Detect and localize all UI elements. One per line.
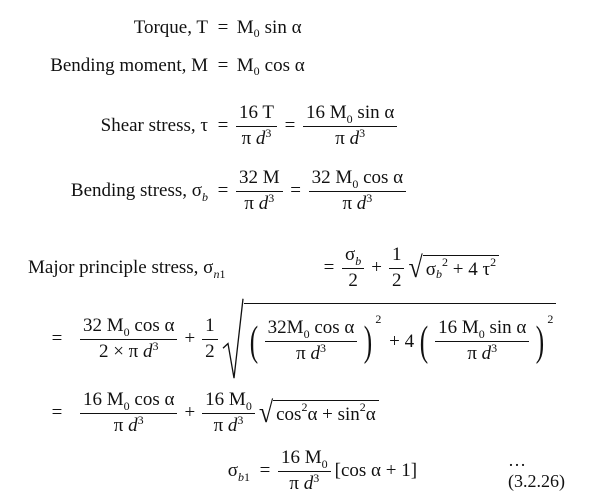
equation-expanded-stress: = 32 M0 cos α 2 × π d3 + 1 2 ( 32M0 cos …: [0, 298, 557, 379]
fraction: 1 2: [202, 315, 218, 364]
fraction: 32 M0 cos α 2 × π d3: [80, 315, 178, 364]
fraction: 16 M0 sin α π d3: [303, 102, 398, 151]
equals-sign: =: [51, 402, 63, 423]
equation-final-result: σb1 = 16 M0 π d3 [cos α + 1] … (3.2.26): [0, 440, 565, 502]
equals-sign: =: [217, 180, 229, 201]
final-lhs: σb1: [227, 460, 250, 484]
fraction: 16 M0 π d3: [202, 389, 255, 438]
fraction: 1 2: [388, 244, 405, 293]
equation-major-principal-stress: Major principle stress, σn1 = σb 2 + 1 2…: [0, 236, 500, 300]
bending-stress-expression: 32 M π d3 = 32 M0 cos α π d3: [232, 167, 410, 216]
fraction: 16 M0 sin α π d3: [435, 317, 530, 366]
equals-sign: =: [323, 257, 335, 278]
fraction: 32M0 cos α π d3: [264, 317, 358, 366]
equation-number: … (3.2.26): [508, 450, 565, 491]
shear-stress-expression: 16 T π d3 = 16 M0 sin α π d3: [232, 102, 401, 151]
fraction: 32 M π d3: [236, 167, 283, 216]
bending-stress-label: Bending stress, σb: [70, 180, 208, 204]
fraction: 32 M0 cos α π d3: [308, 167, 407, 216]
bending-moment-label: Bending moment, M: [50, 55, 208, 76]
torque-label: Torque, T: [133, 17, 208, 38]
equation-bending-stress: Bending stress, σb = 32 M π d3 = 32 M0 c…: [0, 160, 410, 222]
equation-shear-stress: Shear stress, τ = 16 T π d3 = 16 M0 sin …: [0, 95, 401, 157]
fraction: 16 M0 π d3: [278, 447, 331, 496]
square-root: ( 32M0 cos α π d3 )2 + 4 ( 16 M0 sin α π…: [222, 298, 557, 379]
equals-sign: =: [259, 460, 271, 481]
equals-sign: =: [217, 115, 229, 136]
equals-sign: =: [51, 328, 63, 349]
fraction: 16 M0 cos α π d3: [80, 389, 178, 438]
equals-sign: =: [217, 17, 229, 38]
major-stress-label: Major principle stress, σn1: [28, 257, 226, 281]
final-expression: 16 M0 π d3 [cos α + 1]: [274, 447, 417, 496]
equals-sign: =: [217, 55, 229, 76]
fraction: 16 T π d3: [236, 102, 278, 151]
fraction: σb 2: [342, 244, 365, 293]
shear-stress-label: Shear stress, τ: [100, 115, 208, 136]
expanded-expression: 32 M0 cos α 2 × π d3 + 1 2 ( 32M0 cos α …: [76, 298, 557, 379]
